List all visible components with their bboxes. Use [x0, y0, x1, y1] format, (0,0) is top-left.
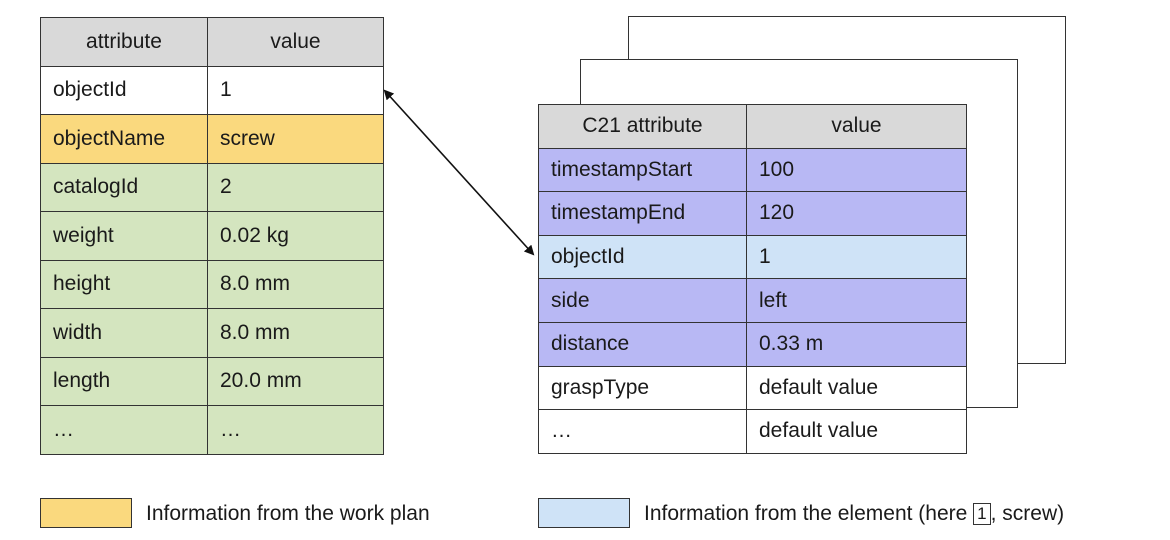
value-cell: 120 — [746, 191, 967, 236]
value-cell: screw — [207, 114, 384, 164]
attribute-cell: length — [40, 356, 208, 406]
attribute-cell: graspType — [538, 365, 747, 411]
table-row: …default value — [538, 409, 967, 454]
table-row: …… — [40, 405, 384, 455]
attribute-cell: weight — [40, 211, 208, 261]
attribute-cell: … — [538, 409, 747, 454]
attribute-cell: catalogId — [40, 162, 208, 212]
value-cell: 0.33 m — [746, 321, 967, 367]
attribute-cell: objectName — [40, 114, 208, 164]
bidirectional-arrow — [383, 89, 535, 256]
legend-swatch-element — [538, 498, 630, 528]
header-value: value — [746, 104, 967, 149]
value-cell: 2 — [207, 162, 384, 212]
attribute-cell: timestampEnd — [538, 191, 747, 236]
value-cell: 0.02 kg — [207, 211, 384, 261]
value-cell: 1 — [746, 234, 967, 280]
boxed-number: 1 — [973, 503, 991, 525]
attribute-cell: side — [538, 278, 747, 323]
legend-label-element-suffix: , screw) — [990, 502, 1065, 525]
value-cell: 1 — [207, 65, 384, 115]
legend-swatch-work-plan — [40, 498, 132, 528]
value-cell: … — [207, 405, 384, 455]
attribute-cell: timestampStart — [538, 147, 747, 193]
legend-label-element: Information from the element (here 1, sc… — [644, 502, 1064, 526]
value-cell: default value — [746, 409, 967, 454]
legend-label-element-prefix: Information from the element (here — [644, 502, 974, 525]
value-cell: 100 — [746, 147, 967, 193]
value-cell: default value — [746, 365, 967, 411]
value-cell: 20.0 mm — [207, 356, 384, 406]
value-cell: 8.0 mm — [207, 259, 384, 309]
legend-label-work-plan: Information from the work plan — [146, 502, 430, 525]
header-value: value — [207, 17, 384, 67]
